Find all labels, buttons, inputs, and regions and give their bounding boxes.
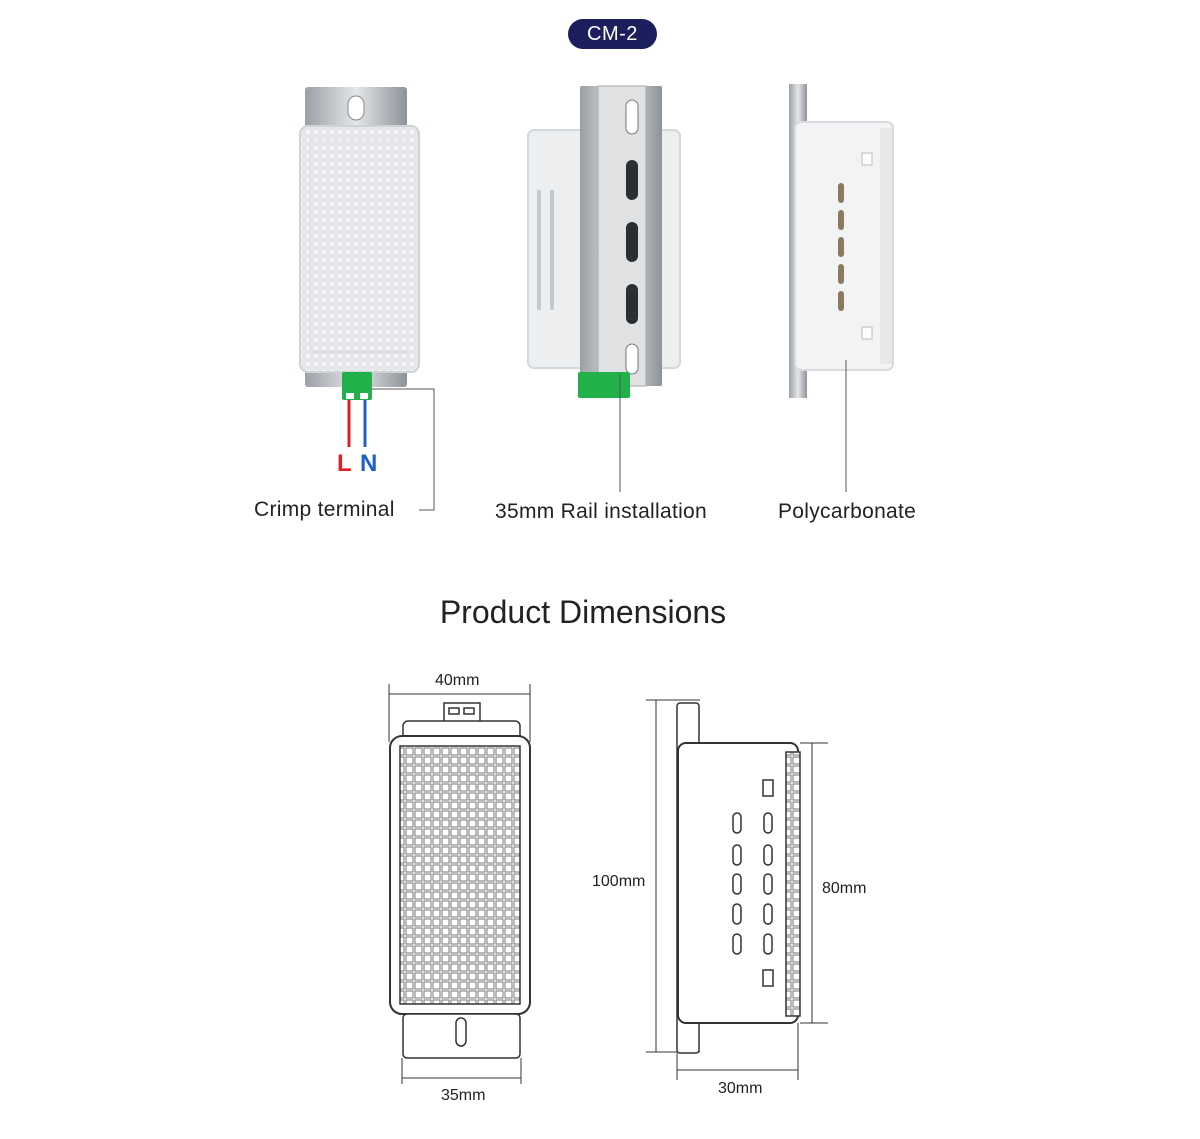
dimension-total-height: 100mm xyxy=(592,873,646,890)
product-side-photo xyxy=(789,84,894,492)
feature-polycarbonate: Polycarbonate xyxy=(778,500,917,523)
dimension-body-height: 80mm xyxy=(822,880,867,897)
product-rail-photo xyxy=(527,85,681,492)
neutral-wire-label: N xyxy=(360,450,378,477)
front-dimension-drawing xyxy=(388,684,531,1084)
side-dimension-drawing xyxy=(646,699,828,1080)
dimension-bottom-width: 35mm xyxy=(441,1087,486,1104)
feature-crimp-terminal: Crimp terminal xyxy=(254,498,395,521)
dimension-depth: 30mm xyxy=(718,1080,763,1097)
feature-rail-installation: 35mm Rail installation xyxy=(495,500,708,523)
model-badge: CM-2 xyxy=(568,19,657,49)
live-wire-label: L xyxy=(337,450,352,477)
section-title: Product Dimensions xyxy=(439,594,727,630)
dimension-top-width: 40mm xyxy=(435,672,480,689)
product-front-photo xyxy=(299,87,435,511)
